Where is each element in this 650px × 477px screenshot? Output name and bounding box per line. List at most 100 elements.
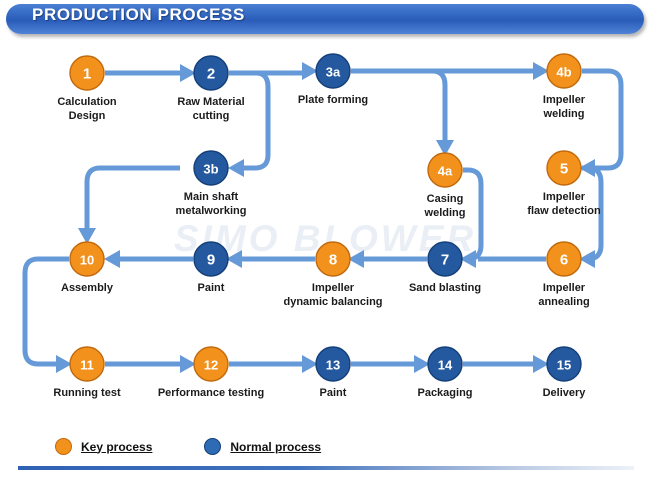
node-number-4b: 4b bbox=[556, 65, 571, 80]
node-circle-9 bbox=[193, 241, 229, 277]
node-circle-8 bbox=[315, 241, 351, 277]
node-number-8: 8 bbox=[329, 252, 337, 269]
node-circle-10 bbox=[69, 241, 105, 277]
node-number-6: 6 bbox=[560, 252, 568, 269]
node-number-4a: 4a bbox=[438, 164, 453, 179]
node-number-9: 9 bbox=[207, 252, 215, 269]
node-label-3a: Plate forming bbox=[297, 94, 369, 106]
node-label-4b: Impeller welding bbox=[542, 94, 586, 120]
arrowhead-7-to-8 bbox=[348, 250, 364, 268]
key-process-dot-icon bbox=[55, 438, 72, 455]
normal-process-dot-icon bbox=[204, 438, 222, 455]
node-label-13: Paint bbox=[319, 387, 347, 399]
node-circle-3b bbox=[193, 150, 229, 186]
arrowhead-3a-to-4a bbox=[436, 140, 454, 156]
node-circle-14 bbox=[427, 346, 463, 382]
node-label-3b: Main shaft metalworking bbox=[175, 191, 247, 217]
process-node-14[interactable]: 14 bbox=[427, 346, 463, 382]
arrowhead-5-to-6 bbox=[579, 250, 595, 268]
process-node-4a[interactable]: 4a bbox=[427, 152, 463, 188]
connector-10-to-11 bbox=[22, 256, 69, 367]
node-number-12: 12 bbox=[204, 358, 218, 373]
process-node-5[interactable]: 5 bbox=[546, 150, 582, 186]
process-node-8[interactable]: 8 bbox=[315, 241, 351, 277]
node-circle-15 bbox=[546, 346, 582, 382]
legend-item-normal-process: Normal process bbox=[204, 438, 321, 455]
node-label-11: Running test bbox=[53, 387, 121, 399]
arrowhead-into-7 bbox=[460, 250, 476, 268]
node-circle-4b bbox=[546, 53, 582, 89]
node-circle-4a bbox=[427, 152, 463, 188]
node-number-10: 10 bbox=[80, 253, 94, 268]
arrowhead-2-to-3a bbox=[302, 62, 318, 80]
node-number-11: 11 bbox=[80, 358, 94, 373]
process-node-1[interactable]: 1 bbox=[69, 55, 105, 91]
footer-divider bbox=[18, 466, 634, 470]
connector-2-to-3b bbox=[242, 70, 271, 171]
connector-layer bbox=[22, 62, 624, 373]
node-label-15: Delivery bbox=[542, 387, 586, 399]
node-circle-1 bbox=[69, 55, 105, 91]
arrowhead-8-to-9 bbox=[226, 250, 242, 268]
process-node-11[interactable]: 11 bbox=[69, 346, 105, 382]
node-circle-5 bbox=[546, 150, 582, 186]
process-node-6[interactable]: 6 bbox=[546, 241, 582, 277]
node-circle-12 bbox=[193, 346, 229, 382]
node-label-8: Impeller dynamic balancing bbox=[283, 282, 383, 308]
legend-item-key-process: Key process bbox=[55, 438, 152, 455]
node-label-10: Assembly bbox=[61, 282, 113, 294]
node-circle-13 bbox=[315, 346, 351, 382]
arrowhead-1-to-2 bbox=[180, 64, 196, 82]
arrowhead-13-to-14 bbox=[414, 355, 430, 373]
process-node-2[interactable]: 2 bbox=[193, 55, 229, 91]
process-node-13[interactable]: 13 bbox=[315, 346, 351, 382]
node-circle-2 bbox=[193, 55, 229, 91]
node-label-12: Performance testing bbox=[157, 387, 265, 399]
legend-label-key-process: Key process bbox=[81, 439, 153, 454]
connector-3b-to-10 bbox=[84, 165, 180, 228]
process-node-9[interactable]: 9 bbox=[193, 241, 229, 277]
node-number-15: 15 bbox=[557, 358, 571, 373]
process-node-7[interactable]: 7 bbox=[427, 241, 463, 277]
process-node-12[interactable]: 12 bbox=[193, 346, 229, 382]
node-label-7: Sand blasting bbox=[408, 282, 482, 294]
node-number-13: 13 bbox=[326, 358, 340, 373]
node-label-4a: Casing welding bbox=[424, 193, 466, 219]
arrowhead-2-to-3b bbox=[228, 159, 244, 177]
arrowhead-10-to-11 bbox=[56, 355, 72, 373]
node-label-1: Calculation Design bbox=[57, 96, 117, 122]
page-title: PRODUCTION PROCESS bbox=[32, 5, 245, 24]
arrowhead-14-to-15 bbox=[533, 355, 549, 373]
node-label-14: Packaging bbox=[417, 387, 473, 399]
node-number-2: 2 bbox=[207, 66, 215, 83]
arrowhead-3b-to-10 bbox=[78, 228, 96, 244]
node-label-6: Impeller annealing bbox=[538, 282, 590, 308]
node-circle-11 bbox=[69, 346, 105, 382]
connector-3a-to-4a bbox=[431, 68, 448, 140]
legend: Key process Normal process bbox=[55, 438, 321, 455]
legend-label-normal-process: Normal process bbox=[230, 439, 322, 454]
arrowhead-9-to-10 bbox=[104, 250, 120, 268]
connector-4b-to-5 bbox=[582, 68, 624, 171]
node-circle-6 bbox=[546, 241, 582, 277]
node-label-9: Paint bbox=[197, 282, 225, 294]
node-number-1: 1 bbox=[83, 66, 91, 83]
process-node-3b[interactable]: 3b bbox=[193, 150, 229, 186]
process-node-4b[interactable]: 4b bbox=[546, 53, 582, 89]
arrowhead-3a-to-4b bbox=[533, 62, 549, 80]
node-circle-3a bbox=[315, 53, 351, 89]
node-number-7: 7 bbox=[441, 252, 449, 269]
node-label-5: Impeller flaw detection bbox=[527, 191, 601, 217]
process-node-10[interactable]: 10 bbox=[69, 241, 105, 277]
node-number-3b: 3b bbox=[203, 162, 218, 177]
node-circle-7 bbox=[427, 241, 463, 277]
node-label-2: Raw Material cutting bbox=[177, 96, 245, 122]
node-number-3a: 3a bbox=[326, 65, 341, 80]
process-node-15[interactable]: 15 bbox=[546, 346, 582, 382]
arrowhead-11-to-12 bbox=[180, 355, 196, 373]
node-number-5: 5 bbox=[560, 161, 568, 178]
process-node-3a[interactable]: 3a bbox=[315, 53, 351, 89]
